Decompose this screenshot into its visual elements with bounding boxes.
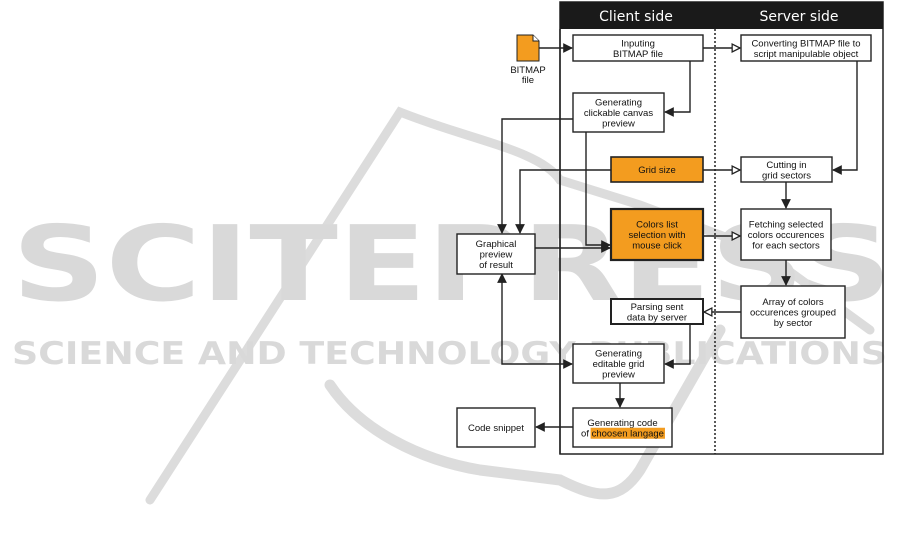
node-label: selection with (628, 230, 685, 241)
node-label: of result (479, 260, 513, 271)
arrow-inputing-to-canvas (664, 61, 691, 117)
node-label: occurences grouped (750, 308, 836, 319)
node-label: data by server (627, 312, 687, 323)
node-box (456, 407, 536, 448)
node-label: Converting BITMAP file to (751, 38, 860, 49)
arrow-graphical-editable-bidirectional (497, 273, 573, 369)
node-label: Cutting in (766, 160, 806, 171)
node-code-snippet: Code snippet (456, 407, 536, 448)
node-box (456, 233, 536, 275)
watermark-subtitle: SCIENCE AND TECHNOLOGY PUBLICATIONS (12, 336, 887, 372)
node-label: preview (480, 250, 513, 261)
node-label: Graphical (476, 239, 517, 250)
node-box (740, 285, 846, 339)
node-label: editable grid (593, 359, 645, 370)
file-label-line1: BITMAP (510, 65, 545, 76)
bitmap-file-icon: BITMAP file (510, 34, 546, 86)
file-label-line2: file (522, 75, 534, 86)
node-label: preview (602, 370, 635, 381)
header-server-side: Server side (759, 9, 838, 25)
panel-header (560, 2, 883, 29)
node-box (610, 298, 704, 325)
node-label: Colors list (636, 220, 678, 231)
node-label: Fetching selected (749, 220, 823, 231)
node-label: colors occurences (748, 230, 825, 241)
node-label: BITMAP file (613, 49, 663, 60)
arrow-converting-to-cutting (832, 61, 858, 175)
node-box (609, 207, 705, 262)
highlighted-phrase: choosen langage (592, 428, 664, 439)
node-label: preview (602, 119, 635, 130)
node-label: of choosen langage (581, 428, 664, 439)
node-box (572, 407, 673, 448)
node-box (740, 34, 872, 62)
arrow-canvas-to-graphical (497, 118, 573, 234)
swimlane-panel: Client side Server side (559, 1, 884, 455)
node-label: Grid size (638, 165, 675, 176)
node-label: by sector (774, 318, 813, 329)
node-label: for each sectors (752, 241, 820, 252)
watermark-swoosh-lower (324, 324, 726, 500)
header-client-side: Client side (599, 9, 673, 25)
node-grid-size: Grid size (610, 156, 704, 183)
arrow-parsing-to-editable (664, 324, 691, 369)
connectors (497, 29, 858, 454)
node-label: Generating (595, 98, 642, 109)
node-box (740, 156, 833, 183)
node-label: Code snippet (468, 423, 524, 434)
node-box (572, 34, 704, 62)
highlight-background (590, 427, 665, 439)
arrow-gridsize-to-graphical (515, 169, 611, 234)
node-box (572, 343, 665, 384)
node-label: Inputing (621, 38, 655, 49)
node-label: clickable canvas (584, 108, 653, 119)
node-label: script manipulable object (754, 49, 859, 60)
node-label: Parsing sent (631, 302, 684, 313)
node-box (610, 156, 704, 183)
node-label: Generating (595, 349, 642, 360)
node-box (740, 208, 832, 261)
node-box (572, 92, 665, 133)
node-label: grid sectors (762, 170, 811, 181)
node-label: Generating code (587, 418, 657, 429)
node-label: mouse click (632, 241, 682, 252)
node-label: Array of colors (762, 297, 823, 308)
